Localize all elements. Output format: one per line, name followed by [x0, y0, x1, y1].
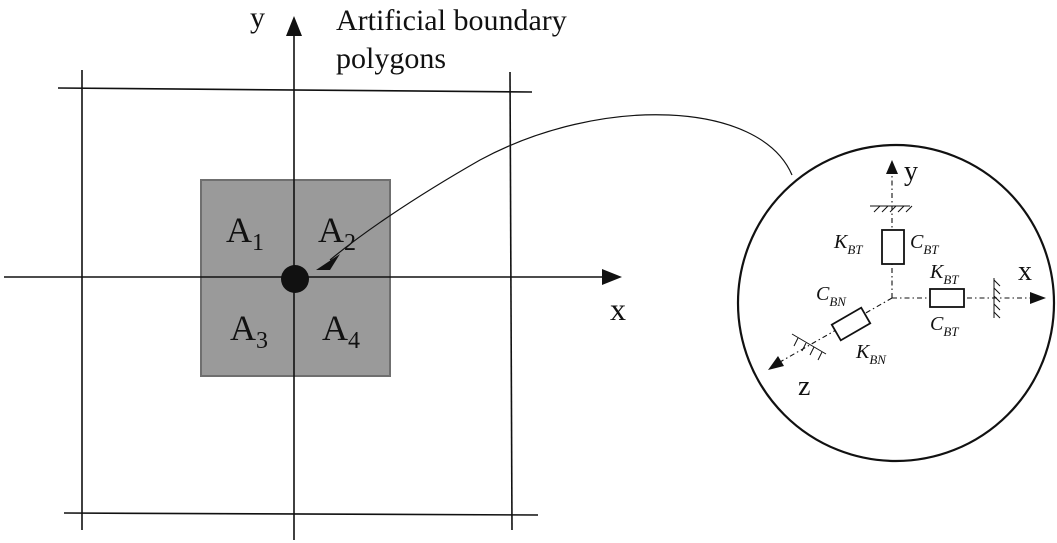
connector-curve [329, 114, 793, 261]
detail-axes [768, 160, 1046, 370]
area-label-3: A3 [230, 308, 268, 354]
c-bn-label: CBN [816, 283, 847, 309]
boundary-right-line [509, 71, 513, 531]
boundary-bottom-line [63, 512, 539, 516]
boundary-label-line2: polygons [336, 42, 446, 75]
c-bt-vertical-label: CBT [910, 231, 939, 257]
area-label-1: A1 [226, 210, 264, 256]
detail-circle [736, 143, 1056, 463]
horizontal-spring-damper [929, 278, 1001, 319]
normal-ground-hatch [793, 337, 823, 361]
main-y-label: y [250, 1, 265, 34]
detail-y-label: y [904, 156, 918, 187]
main-y-arrowhead [286, 16, 302, 36]
central-node [281, 265, 309, 293]
k-bt-horizontal-label: KBT [929, 261, 959, 287]
k-bt-vertical-label: KBT [833, 231, 863, 257]
boundary-polygons [57, 70, 539, 531]
boundary-top-line [57, 87, 533, 93]
horizontal-ground-hatch [993, 279, 1001, 319]
connector-arrowhead [316, 254, 340, 270]
detail-x-label: x [1018, 256, 1032, 287]
area-labels: A1 A2 A3 A4 [226, 210, 360, 354]
detail-z-arrowhead [768, 356, 784, 370]
horizontal-damper-box [929, 288, 965, 308]
vertical-spring-damper [870, 205, 913, 265]
c-bt-horizontal-label: CBT [930, 313, 959, 339]
detail-y-arrowhead [886, 160, 898, 174]
normal-spring-damper [791, 306, 872, 361]
detail-z-label: z [798, 371, 810, 402]
k-bn-label: KBN [855, 341, 887, 367]
area-label-2: A2 [318, 210, 356, 256]
area-label-4: A4 [322, 308, 360, 354]
boundary-label-line1: Artificial boundary [336, 4, 567, 37]
vertical-damper-box [881, 229, 905, 265]
main-x-label: x [610, 291, 626, 327]
vertical-ground-hatch [873, 205, 913, 213]
detail-x-arrowhead [1030, 292, 1046, 304]
main-x-arrowhead [602, 269, 622, 285]
normal-damper-box [830, 306, 872, 342]
normal-ground-line [791, 333, 827, 355]
